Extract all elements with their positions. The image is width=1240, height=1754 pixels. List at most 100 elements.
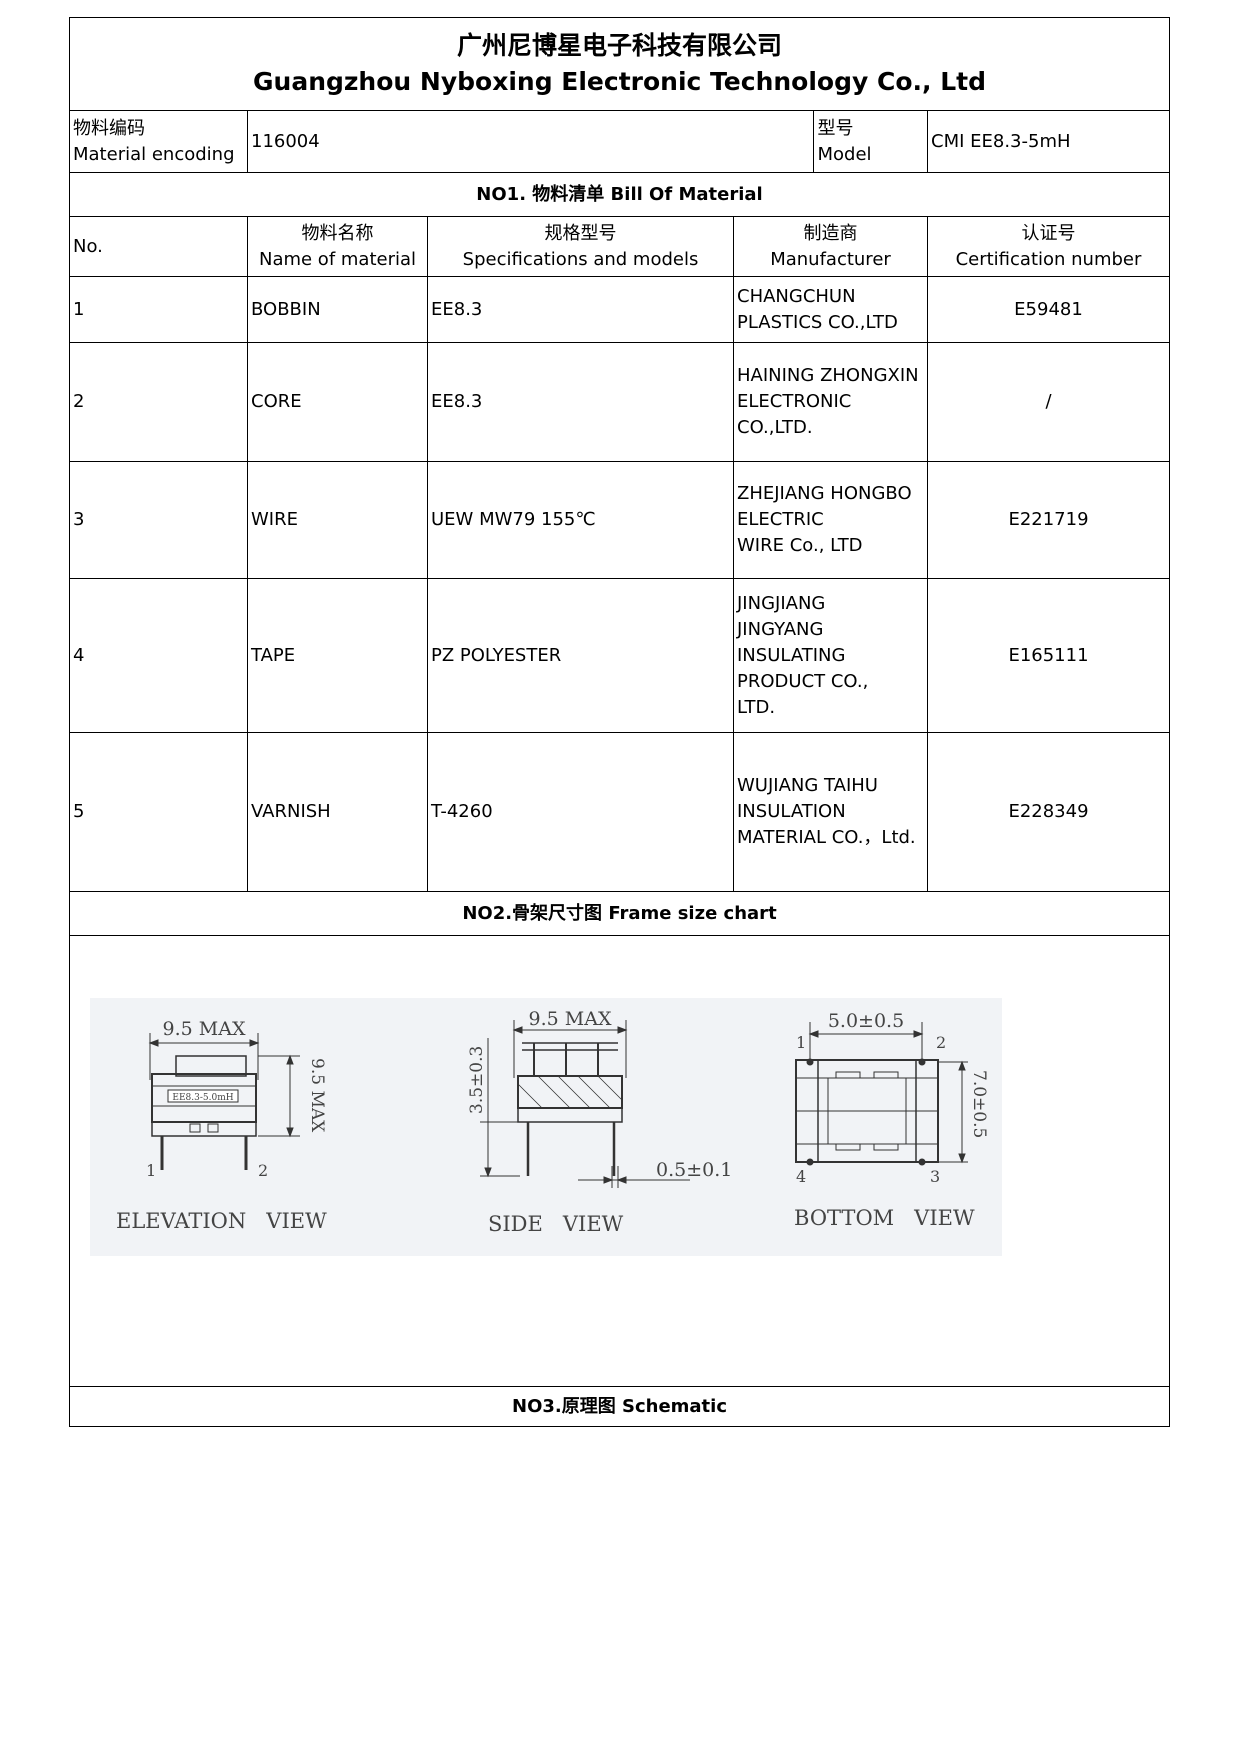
- side-width-dim: 9.5 MAX: [529, 1008, 612, 1030]
- material-encoding-label-en: Material encoding: [73, 143, 235, 165]
- bottom-pin2-label: 2: [936, 1033, 946, 1052]
- row-manufacturer: WUJIANG TAIHU INSULATION MATERIAL CO.，Lt…: [733, 732, 928, 892]
- row-name: WIRE: [247, 461, 428, 579]
- elevation-view: 9.5 MAX EE8.3-5.0mH: [116, 1018, 327, 1233]
- row-name: TAPE: [247, 578, 428, 733]
- row-spec: PZ POLYESTER: [427, 578, 734, 733]
- frame-section-title: NO2.骨架尺寸图 Frame size chart: [69, 891, 1170, 936]
- frame-drawing-cell: 9.5 MAX EE8.3-5.0mH: [69, 935, 1170, 1387]
- bom-section-title: NO1. 物料清单 Bill Of Material: [69, 172, 1170, 217]
- row-name: BOBBIN: [247, 276, 428, 343]
- frame-section-row: NO2.骨架尺寸图 Frame size chart: [69, 891, 1170, 936]
- frame-size-drawing: 9.5 MAX EE8.3-5.0mH: [116, 1008, 989, 1236]
- model-label-en: Model: [817, 143, 872, 165]
- model-label: 型号 Model: [814, 111, 927, 172]
- col-no-header: No.: [69, 216, 248, 277]
- table-row: 4 TAPE PZ POLYESTER JINGJIANG JINGYANG I…: [69, 578, 1170, 733]
- bottom-width-dim: 5.0±0.5: [828, 1010, 904, 1032]
- material-encoding-value: 116004: [248, 111, 815, 172]
- table-row: 2 CORE EE8.3 HAINING ZHONGXIN ELECTRONIC…: [69, 342, 1170, 462]
- row-cert: E228349: [927, 732, 1170, 892]
- manufacturer-line: WIRE Co., LTD: [737, 535, 863, 556]
- bottom-view-caption: BOTTOM VIEW: [794, 1206, 975, 1230]
- col-name-header-cn: 物料名称: [301, 222, 374, 244]
- manufacturer-line: CHANGCHUN: [737, 285, 856, 307]
- row-spec: EE8.3: [427, 276, 734, 343]
- row-spec: UEW MW79 155℃: [427, 461, 734, 579]
- side-pin-dim: 0.5±0.1: [656, 1159, 732, 1181]
- manufacturer-line: CO.,LTD.: [737, 417, 813, 438]
- row-cert: E59481: [927, 276, 1170, 343]
- col-mfr-header-cn: 制造商: [803, 222, 858, 244]
- row-spec: T-4260: [427, 732, 734, 892]
- manufacturer-line: JINGJIANG: [737, 592, 826, 614]
- bottom-view: 5.0±0.5 1 2: [794, 1010, 989, 1230]
- bottom-height-dim: 7.0±0.5: [969, 1070, 989, 1138]
- elevation-width-dim: 9.5 MAX: [163, 1018, 246, 1040]
- side-view: 9.5 MAX: [467, 1008, 732, 1236]
- material-encoding-model-cell: 116004 型号 Model: [247, 110, 928, 173]
- row-no: 1: [69, 276, 248, 343]
- side-height-dim: 3.5±0.3: [467, 1046, 487, 1114]
- drawing-background: [90, 998, 1002, 1256]
- elevation-view-caption: ELEVATION VIEW: [116, 1209, 327, 1233]
- material-encoding-label-cn: 物料编码: [73, 117, 145, 139]
- bom-table: 广州尼博星电子科技有限公司 Guangzhou Nyboxing Electro…: [69, 17, 1170, 1427]
- row-no: 3: [69, 461, 248, 579]
- col-cert-header-cn: 认证号: [1021, 222, 1076, 244]
- manufacturer-line: INSULATING: [737, 644, 846, 666]
- table-row: 5 VARNISH T-4260 WUJIANG TAIHU INSULATIO…: [69, 732, 1170, 892]
- manufacturer-line: HAINING ZHONGXIN: [737, 365, 919, 386]
- col-mfr-header-en: Manufacturer: [770, 248, 891, 270]
- bom-sheet: 广州尼博星电子科技有限公司 Guangzhou Nyboxing Electro…: [69, 17, 1170, 1427]
- row-cert: /: [927, 342, 1170, 462]
- side-view-caption: SIDE VIEW: [488, 1212, 624, 1236]
- frame-drawing-row: 9.5 MAX EE8.3-5.0mH: [69, 935, 1170, 1387]
- manufacturer-line: JINGYANG: [737, 618, 824, 640]
- bottom-pin3-label: 3: [930, 1167, 940, 1186]
- row-manufacturer: ZHEJIANG HONGBO ELECTRIC WIRE Co., LTD: [733, 461, 928, 579]
- row-manufacturer: CHANGCHUN PLASTICS CO.,LTD: [733, 276, 928, 343]
- manufacturer-line: PLASTICS CO.,LTD: [737, 311, 898, 333]
- elevation-marking-label: EE8.3-5.0mH: [172, 1093, 233, 1103]
- material-encoding-label: 物料编码 Material encoding: [69, 110, 248, 173]
- row-spec: EE8.3: [427, 342, 734, 462]
- row-name: CORE: [247, 342, 428, 462]
- row-manufacturer: JINGJIANG JINGYANG INSULATING PRODUCT CO…: [733, 578, 928, 733]
- manufacturer-line: ELECTRONIC: [737, 391, 852, 412]
- company-name-en: Guangzhou Nyboxing Electronic Technology…: [253, 67, 986, 96]
- bom-header-row: No. 物料名称 Name of material 规格型号 Specifica…: [69, 216, 1170, 277]
- col-name-header-en: Name of material: [258, 248, 417, 270]
- manufacturer-line: MATERIAL CO.，Ltd.: [737, 827, 916, 848]
- elevation-pin2-label: 2: [258, 1161, 268, 1180]
- title-row: 广州尼博星电子科技有限公司 Guangzhou Nyboxing Electro…: [69, 17, 1170, 111]
- manufacturer-line: PRODUCT CO.,: [737, 670, 869, 692]
- col-cert-header-en: Certification number: [955, 248, 1142, 270]
- bom-section-row: NO1. 物料清单 Bill Of Material: [69, 172, 1170, 217]
- title-cell: 广州尼博星电子科技有限公司 Guangzhou Nyboxing Electro…: [69, 17, 1170, 111]
- model-label-cn: 型号: [817, 117, 854, 139]
- col-cert-header: 认证号 Certification number: [927, 216, 1170, 277]
- manufacturer-line: LTD.: [737, 696, 776, 718]
- col-mfr-header: 制造商 Manufacturer: [733, 216, 928, 277]
- bottom-pin1-label: 1: [796, 1033, 806, 1052]
- info-row: 物料编码 Material encoding 116004 型号 Model C…: [69, 110, 1170, 173]
- col-spec-header: 规格型号 Specifications and models: [427, 216, 734, 277]
- elevation-pin1-label: 1: [146, 1161, 156, 1180]
- col-name-header: 物料名称 Name of material: [247, 216, 428, 277]
- schematic-section-row: NO3.原理图 Schematic: [69, 1386, 1170, 1427]
- row-no: 5: [69, 732, 248, 892]
- table-row: 1 BOBBIN EE8.3 CHANGCHUN PLASTICS CO.,LT…: [69, 276, 1170, 343]
- row-manufacturer: HAINING ZHONGXIN ELECTRONIC CO.,LTD.: [733, 342, 928, 462]
- elevation-height-dim: 9.5 MAX: [307, 1058, 327, 1133]
- manufacturer-line: INSULATION: [737, 801, 846, 822]
- row-no: 4: [69, 578, 248, 733]
- table-row: 3 WIRE UEW MW79 155℃ ZHEJIANG HONGBO ELE…: [69, 461, 1170, 579]
- model-value: CMI EE8.3-5mH: [927, 110, 1170, 173]
- col-spec-header-cn: 规格型号: [544, 222, 617, 244]
- row-cert: E165111: [927, 578, 1170, 733]
- manufacturer-line: ZHEJIANG HONGBO: [737, 483, 912, 504]
- schematic-section-title: NO3.原理图 Schematic: [69, 1386, 1170, 1427]
- row-no: 2: [69, 342, 248, 462]
- company-name-cn: 广州尼博星电子科技有限公司: [456, 31, 782, 60]
